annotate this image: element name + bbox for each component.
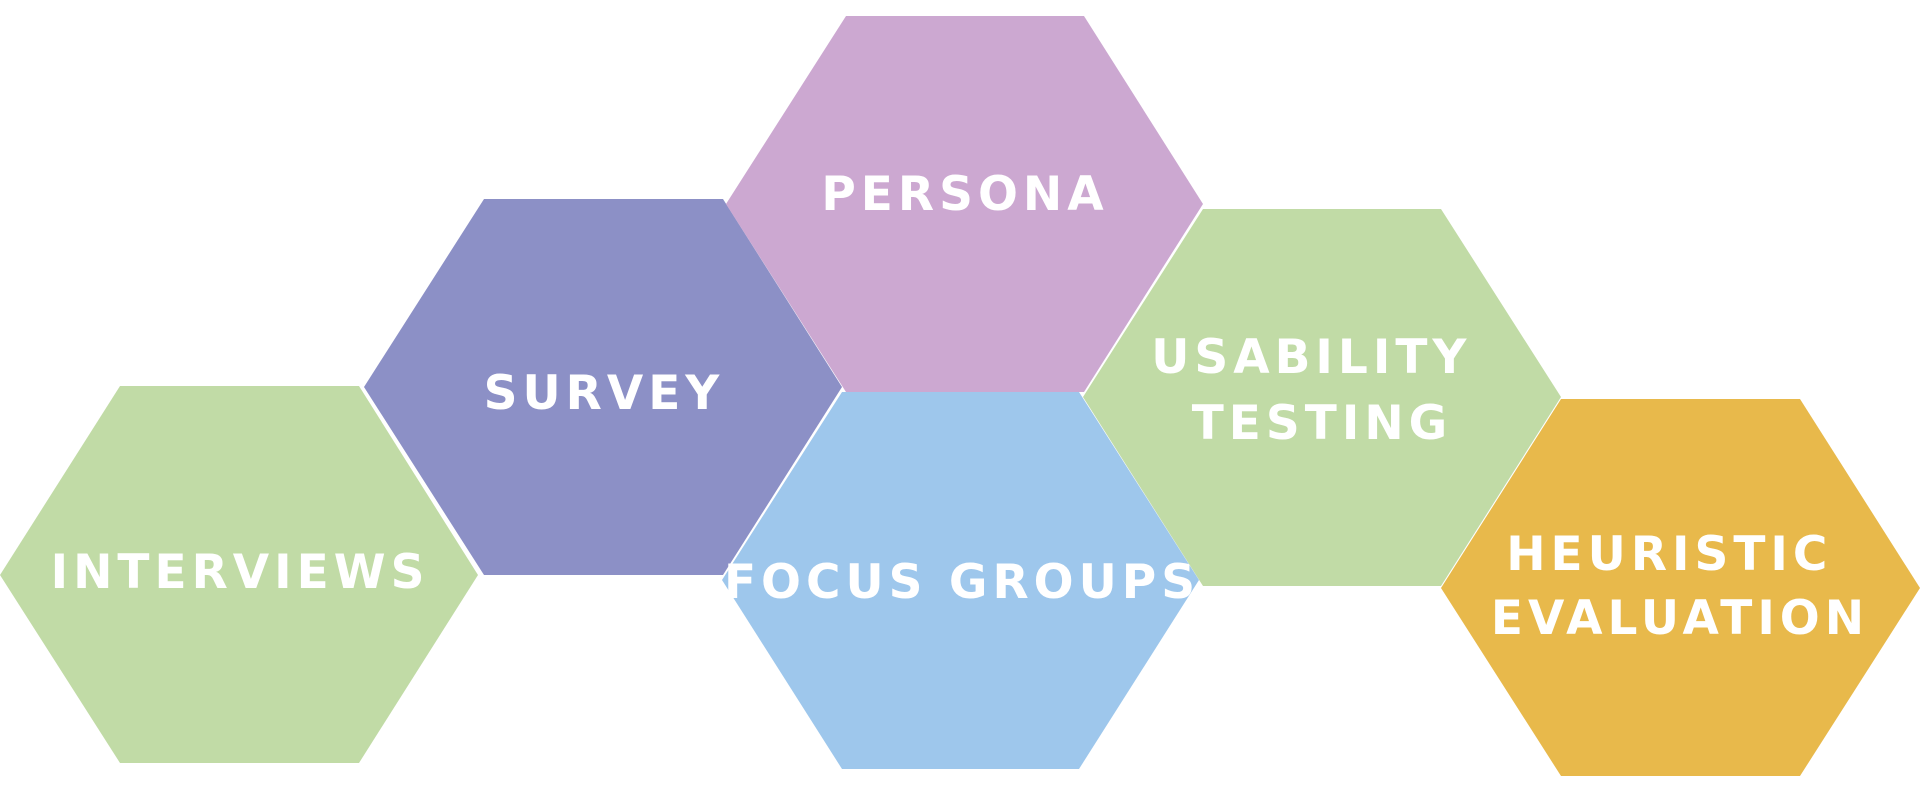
hex-interviews-label: INTERVIEWS: [51, 545, 430, 600]
hex-survey-label: SURVEY: [484, 366, 725, 421]
hex-persona-shape: [726, 16, 1203, 392]
hex-survey: SURVEY: [364, 199, 842, 575]
hex-heuristic-evaluation-label: HEURISTIC EVALUATION: [1491, 527, 1869, 646]
hex-focus-groups-label: FOCUS GROUPS: [724, 555, 1200, 610]
hex-focus-groups: FOCUS GROUPS: [722, 392, 1200, 769]
hex-persona-label: PERSONA: [821, 167, 1108, 222]
hex-heuristic-evaluation-shape: [1441, 399, 1920, 776]
hex-interviews-shape: [0, 386, 478, 763]
hex-usability-testing: USABILITY TESTING: [1083, 209, 1561, 586]
hex-usability-testing-shape: [1083, 209, 1561, 586]
hex-focus-groups-shape: [722, 392, 1199, 769]
hex-survey-shape: [364, 199, 842, 575]
hex-persona: PERSONA: [726, 16, 1203, 392]
hex-heuristic-evaluation: HEURISTIC EVALUATION: [1441, 399, 1920, 776]
hex-interviews: INTERVIEWS: [0, 386, 478, 763]
hex-usability-testing-label: USABILITY TESTING: [1151, 330, 1493, 451]
